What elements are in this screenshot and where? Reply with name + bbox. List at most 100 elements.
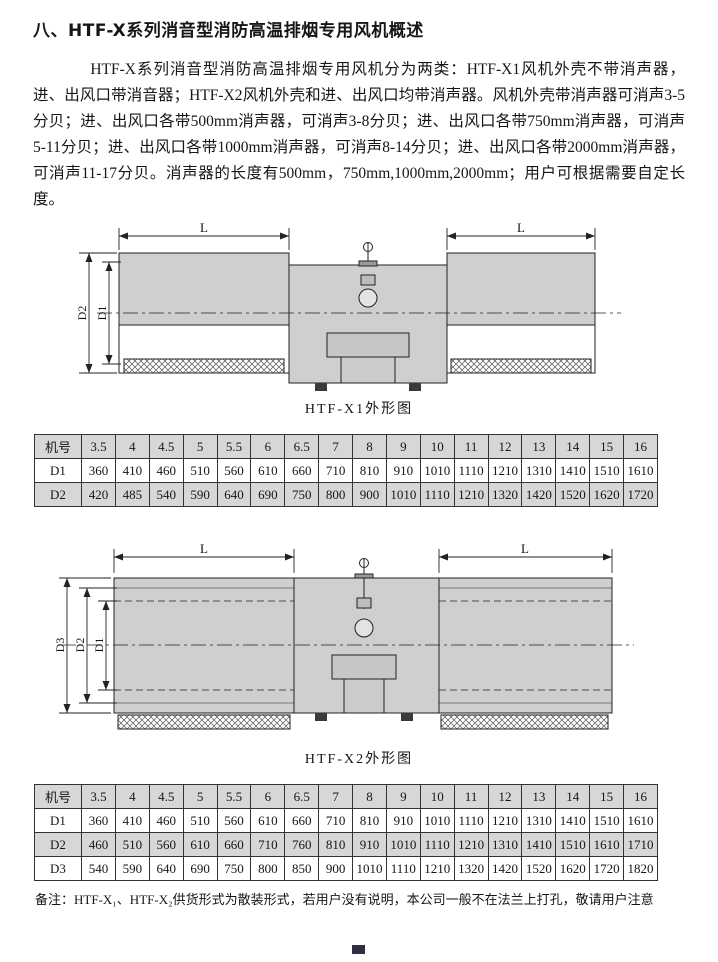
table-x2-cell: 690 [182, 856, 218, 881]
table-x2-cell: 460 [81, 832, 116, 857]
fan-housing [288, 242, 448, 391]
dim-label-D1: D1 [95, 306, 109, 321]
mounting-foot [315, 383, 327, 391]
footnote: 备注：HTF-X₁、HTF-X₂供货形式为散装形式，若用户没有说明，本公司一般不… [35, 892, 654, 907]
table-x1-cell: 1520 [555, 482, 591, 507]
table-x2-cell: 1010 [419, 808, 455, 833]
page-title: 八、HTF-X系列消音型消防高温排烟专用风机概述 [33, 21, 424, 41]
table-x1-header-cell: 7 [318, 434, 353, 459]
table-x1-cell: 590 [182, 482, 218, 507]
table-x2-cell: 590 [114, 856, 150, 881]
table-x1-header-cell: 11 [453, 434, 489, 459]
fan-housing [315, 558, 413, 721]
table-x1-header-cell: 14 [555, 434, 591, 459]
table-x1-cell: 485 [114, 482, 150, 507]
motor-icon [358, 288, 378, 308]
table-x2-cell: 1710 [623, 832, 658, 857]
table-x2-cell: 1410 [555, 808, 591, 833]
table-x2-cell: D2 [34, 832, 82, 857]
mounting-foot [401, 713, 413, 721]
table-x2-header-cell: 14 [555, 784, 591, 809]
table-x2-header-cell: 5.5 [216, 784, 252, 809]
table-x2-header-cell: 5 [182, 784, 218, 809]
table-x2-cell: 610 [250, 808, 286, 833]
table-x1-cell: 1110 [453, 458, 489, 483]
table-x1-cell: 710 [318, 458, 353, 483]
lifting-eye-icon [359, 558, 369, 568]
table-x1-cell: 900 [352, 482, 387, 507]
table-x1-cell: 1510 [589, 458, 624, 483]
table-x2-cell: 560 [216, 808, 252, 833]
table-x2-cell: 1520 [521, 856, 557, 881]
table-x1-cell: 1720 [623, 482, 658, 507]
table-x2-header-cell: 9 [385, 784, 421, 809]
table-x2-cell: 850 [284, 856, 320, 881]
dim-label-D2: D2 [75, 306, 89, 321]
table-x1-header-cell: 6.5 [284, 434, 320, 459]
table-x1-cell: 1010 [385, 482, 421, 507]
table-x1-header-cell: 4.5 [148, 434, 184, 459]
dimension-lines-left [59, 577, 117, 714]
table-x2-cell: 660 [216, 832, 252, 857]
table-x1-header-cell: 6 [250, 434, 286, 459]
table-x2-cell: 910 [352, 832, 387, 857]
dim-label-D2: D2 [73, 638, 87, 653]
table-x1-cell: 640 [216, 482, 252, 507]
dim-label-L-right: L [521, 543, 529, 556]
dim-label-D3: D3 [53, 638, 67, 653]
lifting-eye-icon [363, 242, 373, 252]
table-x2-cell: 560 [148, 832, 184, 857]
dimension-lines-top [113, 549, 613, 573]
dimension-lines-left [79, 252, 121, 374]
figure-caption-htf-x1: HTF-X1外形图 [304, 402, 414, 417]
table-x1-cell: 1420 [521, 482, 557, 507]
table-x1-header-cell: 10 [419, 434, 455, 459]
table-x1-cell: 610 [250, 458, 286, 483]
table-x2-cell: 900 [318, 856, 353, 881]
table-x2-header-cell: 10 [419, 784, 455, 809]
table-x2-cell: 1210 [419, 856, 455, 881]
table-x2-cell: 1420 [487, 856, 523, 881]
hatch-band-left [117, 714, 291, 730]
table-x2-cell: 1310 [521, 808, 557, 833]
page-bottom-mark [352, 945, 365, 954]
table-x2-header-cell: 12 [487, 784, 523, 809]
table-x1-cell: 420 [81, 482, 116, 507]
table-x2-cell: D3 [34, 856, 82, 881]
table-x2-cell: 540 [81, 856, 116, 881]
table-x2-header-cell: 机号 [34, 784, 82, 809]
dim-label-L-right: L [517, 223, 525, 235]
table-x1-header-cell: 16 [623, 434, 658, 459]
table-x2-cell: 1720 [589, 856, 624, 881]
table-x2-cell: D1 [34, 808, 82, 833]
table-x2-cell: 1210 [487, 808, 523, 833]
table-x2-header-cell: 13 [521, 784, 557, 809]
table-x1-cell: 1610 [623, 458, 658, 483]
table-x2-cell: 800 [250, 856, 286, 881]
table-x1-cell: 1010 [419, 458, 455, 483]
table-x1-header-cell: 9 [385, 434, 421, 459]
table-x1-header-cell: 5.5 [216, 434, 252, 459]
table-x1-cell: 460 [148, 458, 184, 483]
table-x1-cell: 1320 [487, 482, 523, 507]
table-x2-header-cell: 16 [623, 784, 658, 809]
figure-htf-x1: L L [33, 223, 685, 418]
table-x2-cell: 710 [318, 808, 353, 833]
table-x1-cell: 810 [352, 458, 387, 483]
table-x1-header-cell: 8 [352, 434, 387, 459]
table-x2-cell: 660 [284, 808, 320, 833]
table-x2-header-cell: 6.5 [284, 784, 320, 809]
table-x1-cell: D2 [34, 482, 82, 507]
table-x2-cell: 460 [148, 808, 184, 833]
table-x2-header-cell: 4.5 [148, 784, 184, 809]
table-x2-cell: 1510 [589, 808, 624, 833]
htf-x2-outline-drawing: L L [53, 543, 634, 730]
table-x2-cell: 610 [182, 832, 218, 857]
table-x2-cell: 760 [284, 832, 320, 857]
table-x1-cell: 360 [81, 458, 116, 483]
